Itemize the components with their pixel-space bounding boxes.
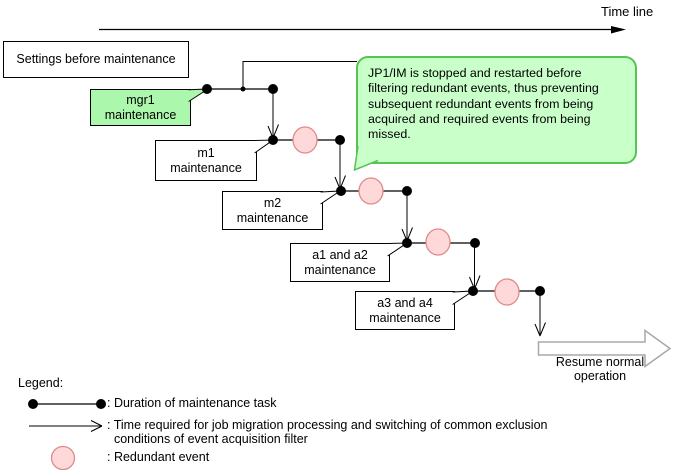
- legend-redundant-event-label: : Redundant event: [107, 450, 210, 464]
- arrowhead-icon-2: [334, 175, 346, 190]
- legend-duration-dot: [28, 399, 38, 409]
- task-dot: [336, 186, 346, 196]
- task-dot: [335, 135, 345, 145]
- redundant-event-circle: [494, 278, 520, 306]
- redundant-event-circle: [425, 228, 451, 256]
- redundant-event-circle: [358, 177, 384, 205]
- legend-arrowhead-icon: [90, 420, 103, 432]
- timeline-arrowhead-icon: [611, 26, 626, 34]
- redundant-event-circle: [292, 126, 318, 154]
- arrowhead-icon-5: [534, 322, 546, 337]
- a3-a4-maintenance-box: a3 and a4 maintenance: [355, 291, 455, 330]
- task-dot: [535, 286, 545, 296]
- m2-maintenance-box: m2 maintenance: [222, 191, 323, 230]
- mgr1-maintenance-box: mgr1 maintenance: [90, 89, 191, 126]
- arrowhead-icon-1: [267, 124, 279, 139]
- legend-time-arrow-symbol: [29, 420, 103, 432]
- a1-a2-maintenance-box: a1 and a2 maintenance: [290, 243, 390, 282]
- jp1im-note-callout: JP1/IM is stopped and restarted before f…: [356, 56, 637, 164]
- m2-box-tail: [320, 190, 342, 205]
- connector-dot: [240, 86, 246, 92]
- a1-a2-box-tail: [387, 242, 409, 257]
- m1-box-tail: [254, 139, 275, 154]
- legend-time-arrow-label: : Time required for job migration proces…: [107, 418, 548, 446]
- timeline-label: Time line: [601, 4, 654, 19]
- task-dot: [468, 286, 478, 296]
- settings-before-maintenance-box: Settings before maintenance: [3, 41, 189, 78]
- task-dot: [268, 84, 278, 94]
- task-dot: [202, 84, 212, 94]
- legend-duration-label: : Duration of maintenance task: [107, 396, 277, 410]
- task-dot: [268, 135, 278, 145]
- mgr1-box-tail: [188, 88, 210, 102]
- callout-connector-line: [242, 61, 357, 89]
- arrowhead-icon-3: [401, 227, 413, 242]
- task-dot: [470, 238, 480, 248]
- task-dot: [402, 186, 412, 196]
- m1-maintenance-box: m1 maintenance: [155, 140, 257, 181]
- legend-duration-dot: [96, 399, 106, 409]
- legend-duration-line-symbol: [28, 399, 106, 409]
- task-dot: [402, 238, 412, 248]
- resume-normal-operation-label: Resume normal operation: [555, 355, 645, 383]
- a3-a4-box-tail: [452, 290, 475, 305]
- arrowhead-icon-4: [469, 275, 481, 290]
- legend-title: Legend:: [18, 376, 64, 390]
- legend-redundant-event-symbol: [50, 445, 76, 471]
